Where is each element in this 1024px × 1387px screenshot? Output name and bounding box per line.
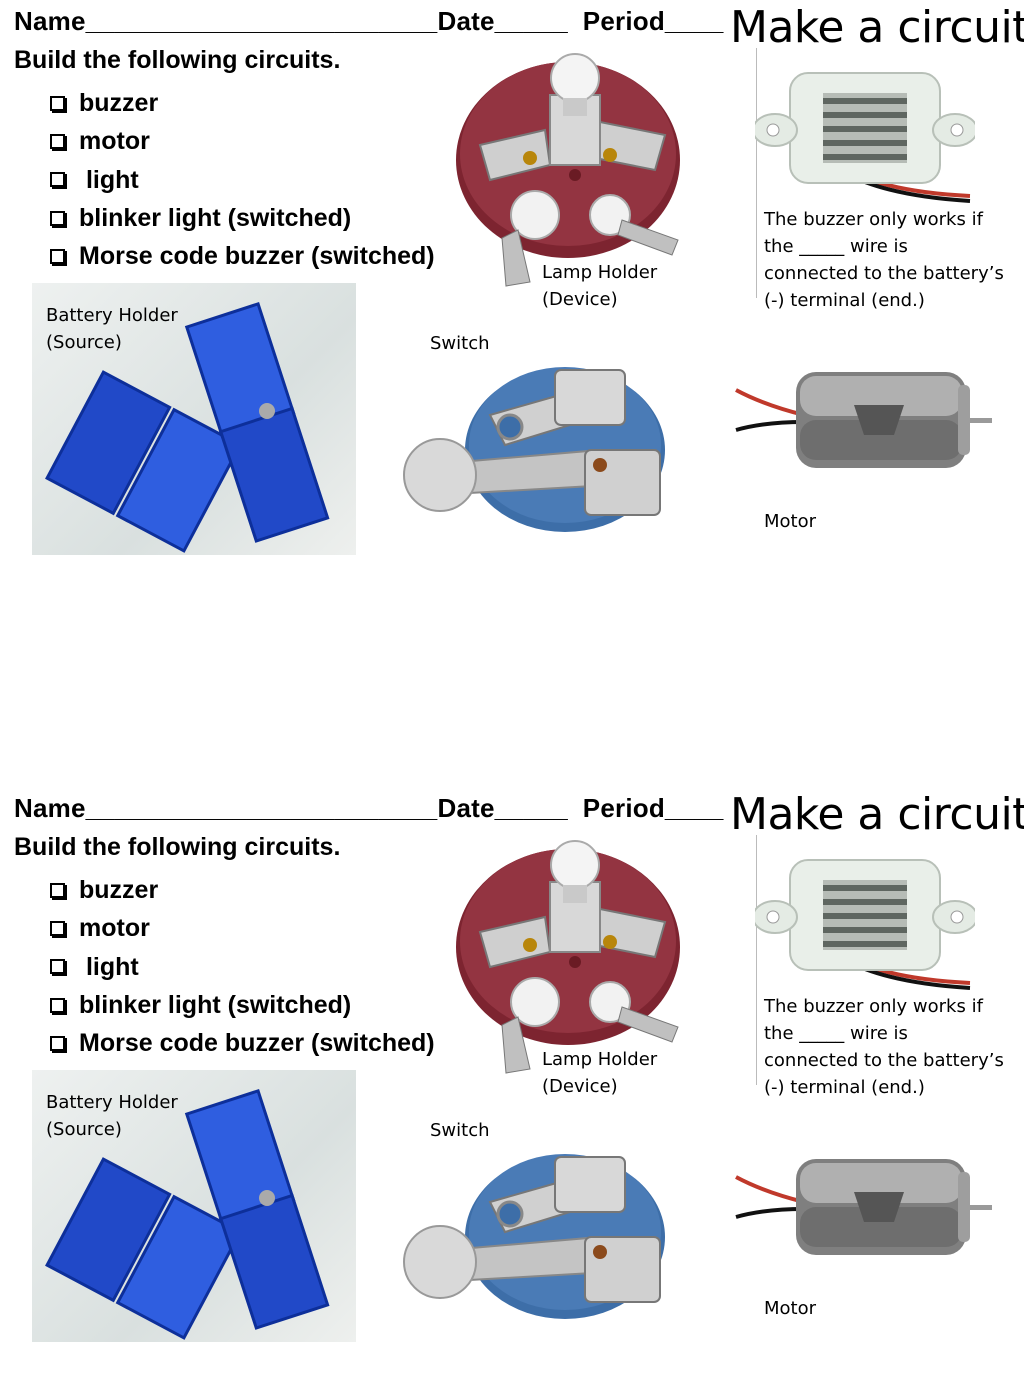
lamp-holder-image bbox=[456, 53, 680, 287]
worksheet-top: Name________________________Date_____ Pe… bbox=[0, 0, 1024, 600]
lamp-holder-image bbox=[456, 840, 680, 1074]
period-blank[interactable]: ____ bbox=[664, 793, 724, 823]
buzzer-note: The buzzer only works if the _____ wire … bbox=[764, 206, 1019, 314]
lamp-holder-subtitle: (Device) bbox=[542, 1076, 618, 1097]
checklist-label: light bbox=[79, 165, 139, 194]
buzzer-note-line: The buzzer only works if bbox=[764, 996, 983, 1017]
circuit-checklist: buzzer motor light blinker light (switch… bbox=[50, 84, 435, 275]
checklist-label: Morse code buzzer (switched) bbox=[79, 242, 435, 271]
checkbox-icon[interactable] bbox=[50, 882, 65, 898]
checklist-label: motor bbox=[79, 914, 150, 943]
page-title: Make a circuit bbox=[730, 789, 1024, 840]
column-divider bbox=[756, 835, 757, 1085]
lamp-holder-subtitle: (Device) bbox=[542, 289, 618, 310]
period-blank[interactable]: ____ bbox=[664, 6, 724, 36]
checkbox-icon[interactable] bbox=[50, 920, 65, 936]
date-label: Date bbox=[437, 793, 495, 823]
date-blank[interactable]: _____ bbox=[494, 793, 568, 823]
checklist-item-morse[interactable]: Morse code buzzer (switched) bbox=[50, 1024, 435, 1062]
column-divider bbox=[756, 48, 757, 298]
checklist-item-buzzer[interactable]: buzzer bbox=[50, 84, 435, 122]
checklist-label: light bbox=[79, 952, 139, 981]
header-line: Name________________________Date_____ Pe… bbox=[14, 793, 724, 824]
name-blank[interactable]: ________________________ bbox=[85, 6, 438, 36]
checkbox-icon[interactable] bbox=[50, 172, 65, 188]
header-line: Name________________________Date_____ Pe… bbox=[14, 6, 724, 37]
battery-holder-subtitle: (Source) bbox=[46, 1119, 122, 1140]
lamp-holder-label: Lamp Holder (Device) bbox=[542, 1046, 657, 1100]
motor-label: Motor bbox=[764, 1298, 817, 1319]
period-label: Period bbox=[582, 6, 665, 36]
checklist-item-blinker[interactable]: blinker light (switched) bbox=[50, 199, 435, 237]
checklist-label: motor bbox=[79, 127, 150, 156]
switch-label: Switch bbox=[430, 333, 490, 354]
circuit-checklist: buzzer motor light blinker light (switch… bbox=[50, 871, 435, 1062]
checklist-item-blinker[interactable]: blinker light (switched) bbox=[50, 986, 435, 1024]
battery-holder-image: Battery Holder (Source) bbox=[32, 283, 356, 555]
buzzer-note-line: connected to the battery’s bbox=[764, 263, 1004, 284]
lamp-holder-label: Lamp Holder (Device) bbox=[542, 259, 657, 313]
lamp-holder-title: Lamp Holder bbox=[542, 262, 658, 283]
buzzer-note-line: the _____ wire is bbox=[764, 236, 908, 257]
date-label: Date bbox=[437, 6, 495, 36]
checklist-item-morse[interactable]: Morse code buzzer (switched) bbox=[50, 237, 435, 275]
period-label: Period bbox=[582, 793, 665, 823]
buzzer-note-line: The buzzer only works if bbox=[764, 209, 983, 230]
motor-label: Motor bbox=[764, 511, 817, 532]
worksheet-bottom: Name________________________Date_____ Pe… bbox=[0, 787, 1024, 1387]
date-blank[interactable]: _____ bbox=[494, 6, 568, 36]
battery-holder-label: Battery Holder (Source) bbox=[46, 1089, 178, 1143]
buzzer-note-line: (-) terminal (end.) bbox=[764, 290, 925, 311]
battery-holder-title: Battery Holder bbox=[46, 1092, 178, 1113]
name-blank[interactable]: ________________________ bbox=[85, 793, 438, 823]
checklist-item-light[interactable]: light bbox=[50, 948, 435, 986]
lamp-holder-title: Lamp Holder bbox=[542, 1049, 658, 1070]
checklist-label: blinker light (switched) bbox=[79, 991, 352, 1020]
motor-image bbox=[735, 1159, 992, 1255]
checklist-label: Morse code buzzer (switched) bbox=[79, 1029, 435, 1058]
name-label: Name bbox=[14, 6, 86, 36]
page-title: Make a circuit bbox=[730, 2, 1024, 53]
buzzer-note-line: connected to the battery’s bbox=[764, 1050, 1004, 1071]
battery-holder-title: Battery Holder bbox=[46, 305, 178, 326]
buzzer-image bbox=[755, 72, 975, 203]
checkbox-icon[interactable] bbox=[50, 95, 65, 111]
checklist-item-buzzer[interactable]: buzzer bbox=[50, 871, 435, 909]
checklist-label: buzzer bbox=[79, 876, 159, 905]
checklist-item-motor[interactable]: motor bbox=[50, 122, 435, 160]
buzzer-image bbox=[755, 859, 975, 990]
checklist-label: buzzer bbox=[79, 89, 159, 118]
instructions: Build the following circuits. bbox=[14, 833, 341, 861]
battery-holder-image: Battery Holder (Source) bbox=[32, 1070, 356, 1342]
checkbox-icon[interactable] bbox=[50, 997, 65, 1013]
motor-image bbox=[735, 372, 992, 468]
buzzer-note-line: the _____ wire is bbox=[764, 1023, 908, 1044]
checklist-item-light[interactable]: light bbox=[50, 161, 435, 199]
battery-holder-subtitle: (Source) bbox=[46, 332, 122, 353]
switch-label: Switch bbox=[430, 1120, 490, 1141]
checkbox-icon[interactable] bbox=[50, 133, 65, 149]
checklist-label: blinker light (switched) bbox=[79, 204, 352, 233]
buzzer-note: The buzzer only works if the _____ wire … bbox=[764, 993, 1019, 1101]
battery-holder-label: Battery Holder (Source) bbox=[46, 302, 178, 356]
switch-image bbox=[403, 1154, 665, 1319]
checkbox-icon[interactable] bbox=[50, 210, 65, 226]
checkbox-icon[interactable] bbox=[50, 1035, 65, 1051]
checkbox-icon[interactable] bbox=[50, 248, 65, 264]
name-label: Name bbox=[14, 793, 86, 823]
checklist-item-motor[interactable]: motor bbox=[50, 909, 435, 947]
switch-image bbox=[403, 367, 665, 532]
checkbox-icon[interactable] bbox=[50, 959, 65, 975]
buzzer-note-line: (-) terminal (end.) bbox=[764, 1077, 925, 1098]
instructions: Build the following circuits. bbox=[14, 46, 341, 74]
